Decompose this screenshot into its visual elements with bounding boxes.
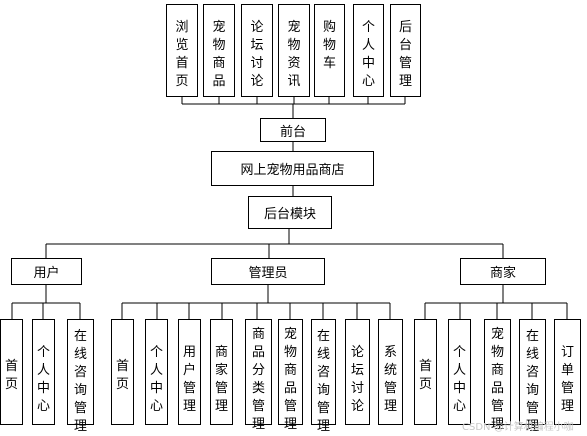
node-pet-news: 宠物资讯 [278,4,310,97]
node-admin-consult-mgmt: 在线咨询管理 [311,319,336,434]
node-user-personal-center: 个人中心 [32,319,55,425]
node-admin-system-mgmt: 系统管理 [378,319,403,425]
watermark-text: CSDN @计算机编程小咖 [462,422,574,433]
node-personal-center: 个人中心 [353,4,384,97]
node-frontend: 前台 [260,118,326,142]
node-role-merchant: 商家 [460,258,546,285]
node-backend-module: 后台模块 [248,196,332,229]
node-admin-forum: 论坛讨论 [345,319,370,425]
node-merchant-order-mgmt: 订单管理 [554,319,581,425]
node-admin-merchant-mgmt: 商家管理 [210,319,233,425]
node-admin-category-mgmt: 商品分类管理 [245,319,272,432]
node-root-store: 网上宠物用品商店 [211,151,374,186]
node-admin-pet-product-mgmt: 宠物商品管理 [278,319,303,432]
node-role-user: 用户 [11,258,82,285]
node-backend-admin: 后台管理 [390,4,421,97]
node-pet-products: 宠物商品 [203,4,235,97]
node-admin-personal-center: 个人中心 [145,319,168,425]
node-admin-user-mgmt: 用户管理 [178,319,201,425]
node-role-admin: 管理员 [211,258,325,285]
node-user-consult-mgmt: 在线咨询管理 [67,319,94,434]
node-merchant-personal-center: 个人中心 [448,319,471,425]
node-admin-home: 首页 [111,319,134,425]
node-forum: 论坛讨论 [241,4,273,97]
node-merchant-consult-mgmt: 在线咨询管理 [519,319,546,434]
node-shopping-cart: 购物车 [314,4,345,97]
node-merchant-pet-product-mgmt: 宠物商品管理 [484,319,511,432]
node-user-home: 首页 [0,319,23,425]
node-merchant-home: 首页 [414,319,437,425]
node-browse-home: 浏览首页 [166,4,198,97]
